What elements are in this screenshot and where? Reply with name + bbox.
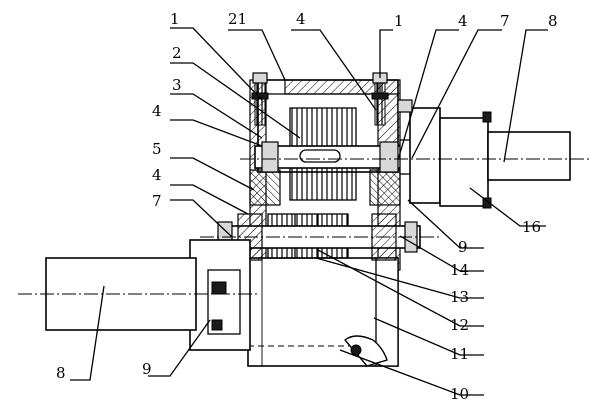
label-10: 10 xyxy=(450,385,469,403)
label-1-top-right: 1 xyxy=(394,12,404,30)
label-4-left-lower: 4 xyxy=(152,166,162,184)
label-12: 12 xyxy=(450,316,469,334)
label-7-left: 7 xyxy=(152,192,162,210)
label-8-bottom: 8 xyxy=(56,364,66,382)
lower-motor-flange xyxy=(189,239,251,351)
label-11: 11 xyxy=(450,345,469,363)
label-8-top: 8 xyxy=(548,12,558,30)
upper-output-shaft xyxy=(487,131,571,181)
label-13: 13 xyxy=(450,288,469,306)
label-4-top: 4 xyxy=(296,10,306,28)
bolt-left xyxy=(251,72,269,126)
label-1-top-left: 1 xyxy=(170,10,180,28)
right-motor-adapter xyxy=(397,99,492,209)
bottom-support xyxy=(344,335,388,367)
label-3: 3 xyxy=(172,76,182,94)
label-16: 16 xyxy=(522,218,541,236)
label-14: 14 xyxy=(450,261,469,279)
label-5: 5 xyxy=(152,140,162,158)
label-9-right: 9 xyxy=(458,238,468,256)
leader-lines xyxy=(70,27,548,396)
label-9-bottom: 9 xyxy=(142,360,152,378)
label-2: 2 xyxy=(172,44,182,62)
upper-shaft xyxy=(254,139,415,175)
label-4-top-right: 4 xyxy=(458,12,468,30)
part-labels: 1 21 4 1 4 7 8 2 3 4 5 4 7 16 9 14 13 12… xyxy=(56,10,558,403)
label-7-top: 7 xyxy=(500,12,510,30)
label-21: 21 xyxy=(228,10,247,28)
label-4-left: 4 xyxy=(152,102,162,120)
